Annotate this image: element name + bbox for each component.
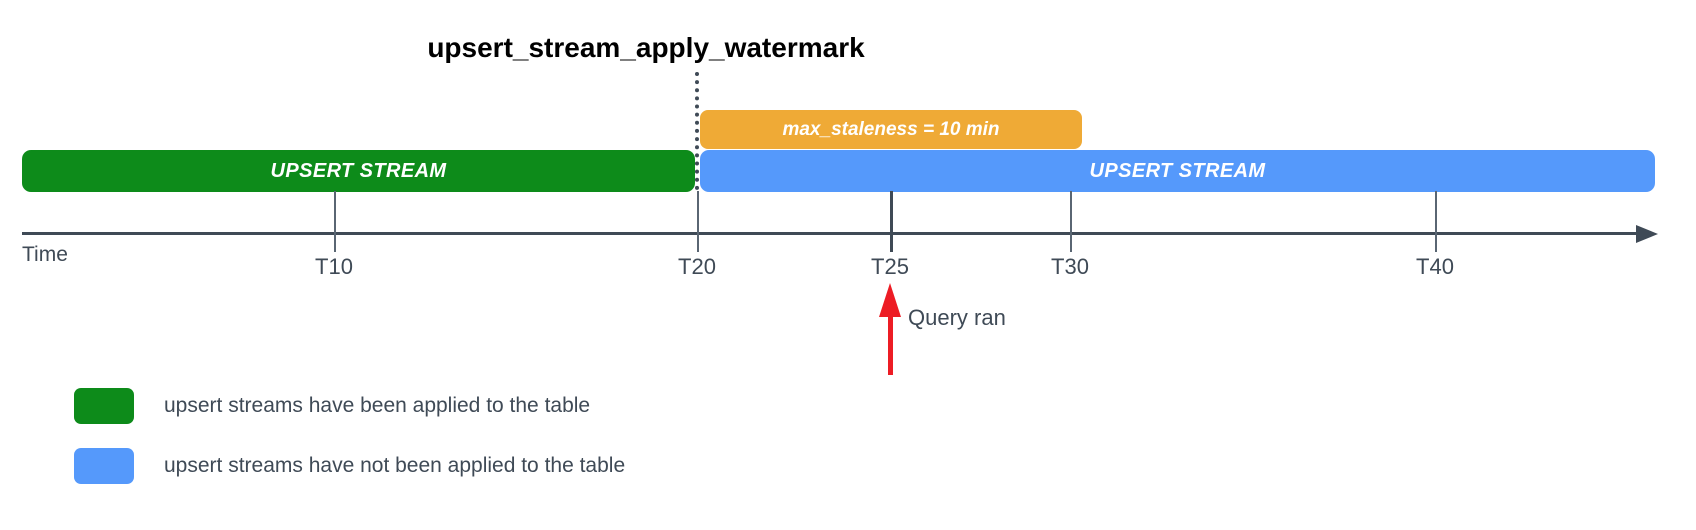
time-axis-arrow-icon — [1636, 225, 1658, 243]
max-staleness-bar: max_staleness = 10 min — [700, 110, 1082, 149]
page-title: upsert_stream_apply_watermark — [427, 32, 865, 63]
legend-item: upsert streams have not been applied to … — [74, 448, 625, 484]
legend-swatch — [74, 448, 134, 484]
axis-tick — [334, 191, 336, 252]
upsert-stream-unapplied-bar: UPSERT STREAM — [700, 150, 1655, 192]
axis-tick — [1435, 191, 1437, 252]
query-ran-arrow-icon — [879, 283, 901, 317]
legend-swatch — [74, 388, 134, 424]
legend-item: upsert streams have been applied to the … — [74, 388, 590, 424]
query-ran-label: Query ran — [908, 305, 1006, 330]
axis-tick — [1070, 191, 1072, 252]
time-axis-caption: Time — [22, 243, 68, 266]
watermark-dotted-line — [695, 72, 699, 190]
axis-tick-label: T25 — [871, 254, 909, 279]
upsert-stream-applied-bar: UPSERT STREAM — [22, 150, 695, 192]
legend-label: upsert streams have been applied to the … — [164, 394, 591, 417]
axis-tick-label: T10 — [315, 254, 353, 279]
axis-tick — [697, 191, 699, 252]
axis-tick-label: T20 — [678, 254, 716, 279]
axis-tick-label: T40 — [1416, 254, 1454, 279]
axis-tick-label: T30 — [1051, 254, 1089, 279]
time-axis-line — [22, 232, 1642, 235]
query-ran-arrow-shaft — [888, 315, 893, 375]
axis-tick — [890, 191, 893, 252]
legend-label: upsert streams have not been applied to … — [164, 454, 626, 477]
